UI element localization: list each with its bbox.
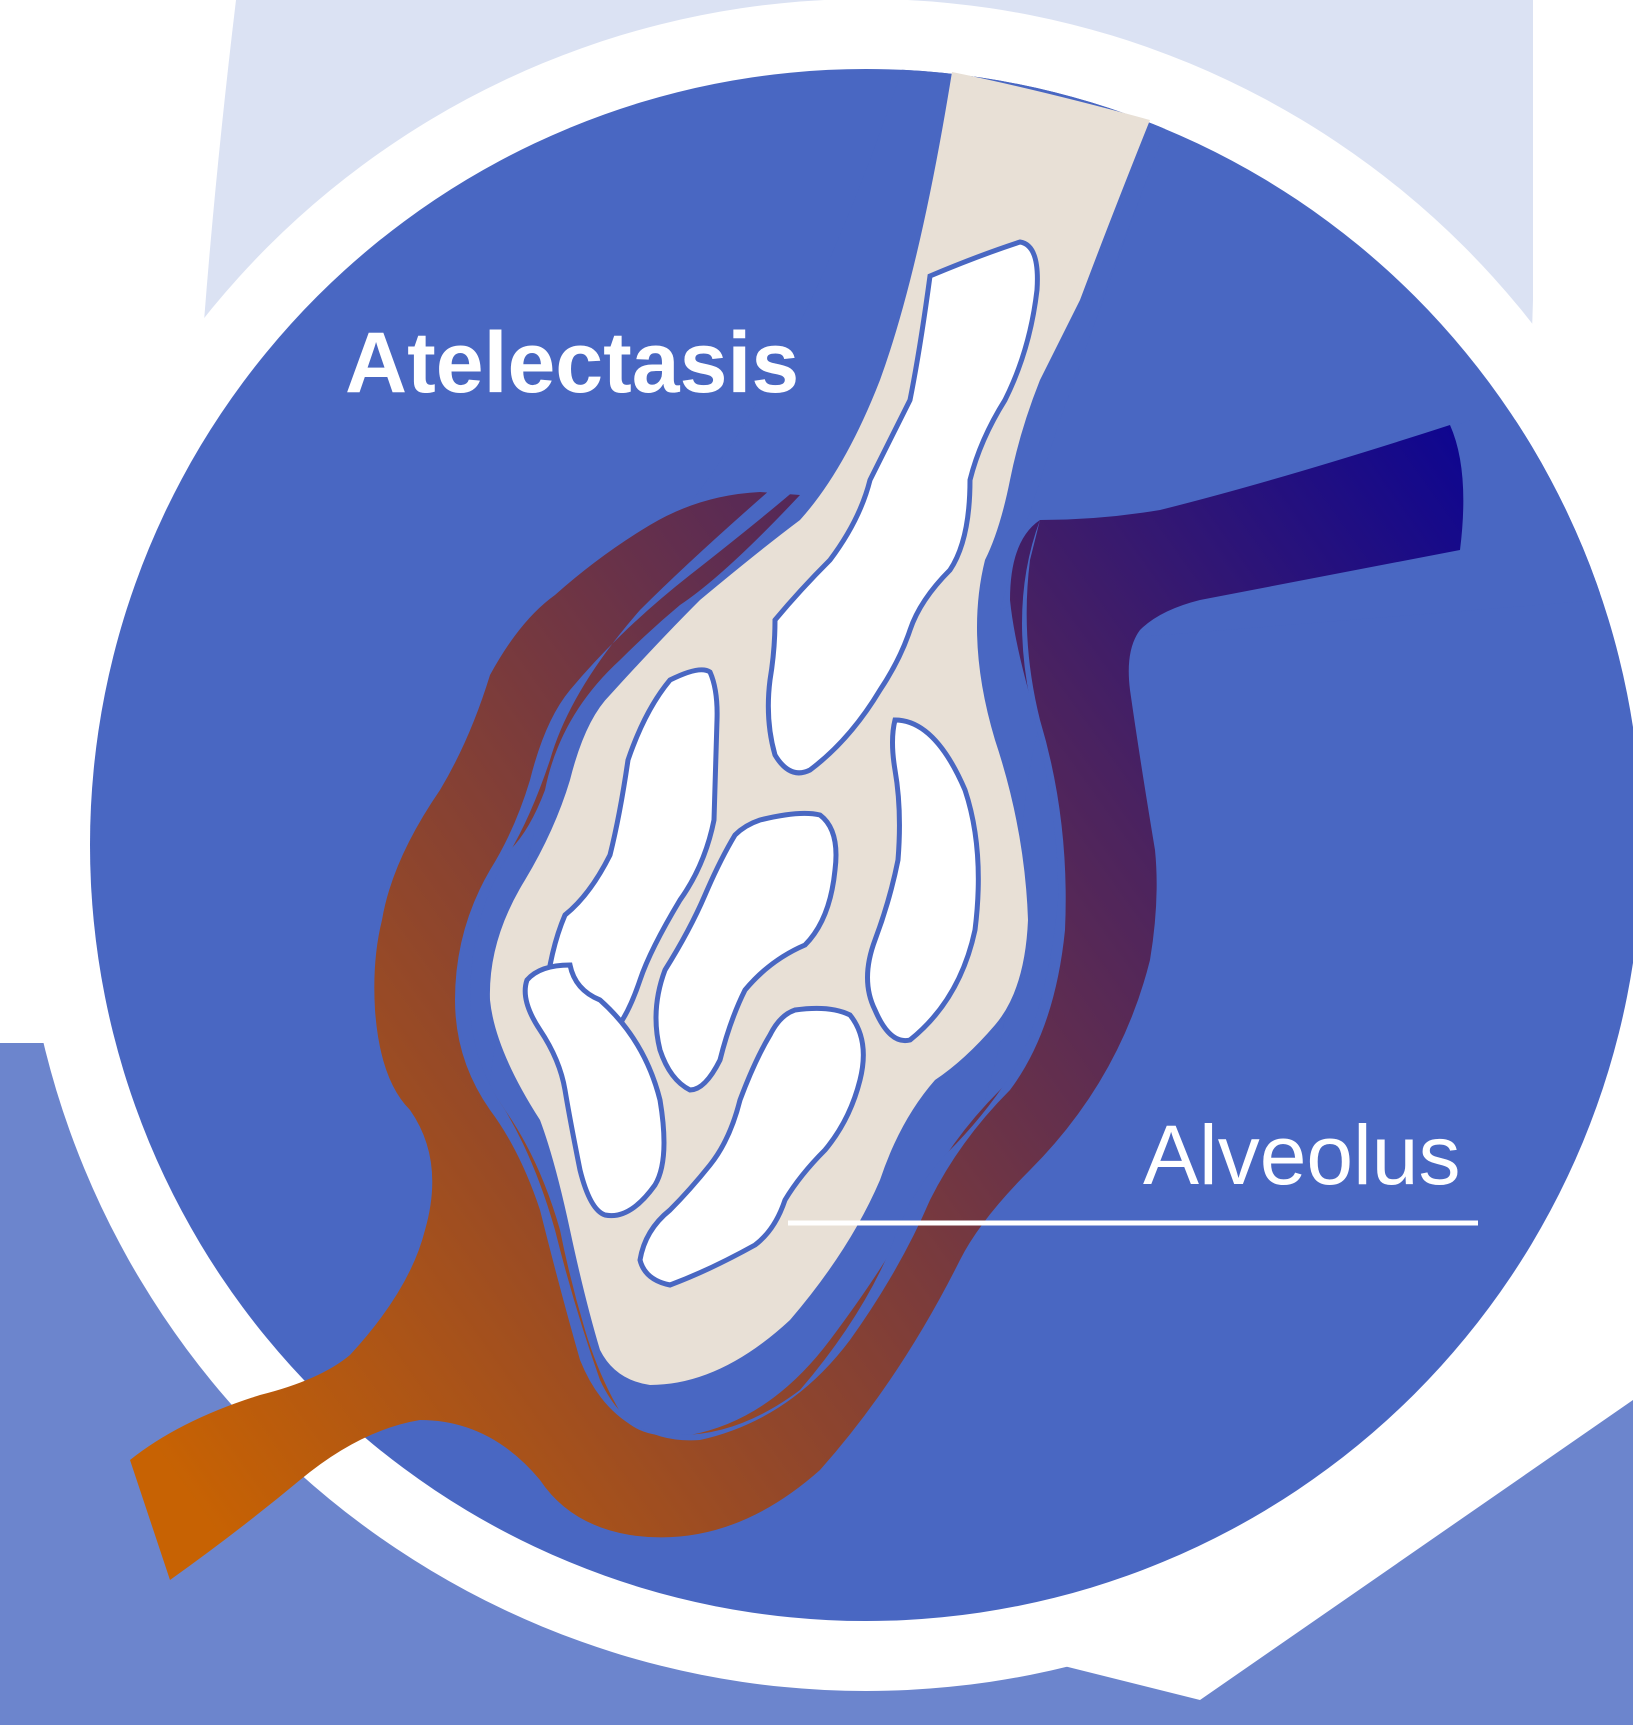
alveolus-label: Alveolus bbox=[1143, 1108, 1461, 1202]
title-label: Atelectasis bbox=[345, 315, 799, 411]
